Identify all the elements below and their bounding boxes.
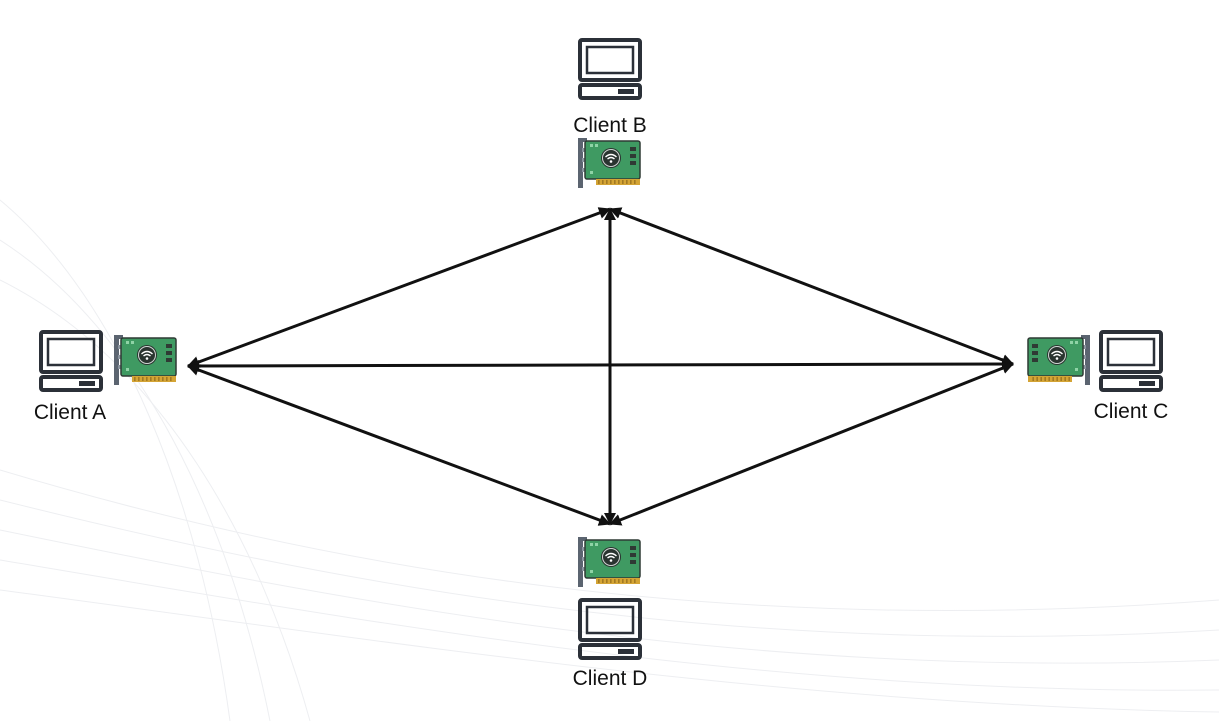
client-c-node: Client C <box>1027 330 1169 423</box>
connection-a-d-arrow <box>187 364 611 526</box>
connection-b-c-arrow <box>609 207 1014 366</box>
client-b-node: Client B <box>573 38 647 189</box>
desktop-computer-icon <box>578 38 642 100</box>
client-d-label: Client D <box>573 667 648 690</box>
wifi-network-card-icon <box>577 137 641 189</box>
connection-a-b-arrow <box>187 207 611 368</box>
desktop-computer-icon <box>578 598 642 660</box>
client-c-label: Client C <box>1094 400 1169 423</box>
client-a-label: Client A <box>34 401 106 424</box>
wifi-network-card-icon <box>1027 334 1091 386</box>
desktop-computer-icon <box>39 330 103 392</box>
client-d-node: Client D <box>573 536 648 690</box>
background-waves <box>0 199 1219 721</box>
wifi-network-card-icon <box>113 334 177 386</box>
connection-lines <box>187 207 1014 526</box>
wifi-network-card-icon <box>577 536 641 588</box>
desktop-computer-icon <box>1099 330 1163 392</box>
client-a-node: Client A <box>34 330 177 424</box>
client-b-label: Client B <box>573 114 647 137</box>
connection-c-d-arrow <box>609 362 1014 526</box>
connection-a-c-arrow <box>187 358 1014 372</box>
